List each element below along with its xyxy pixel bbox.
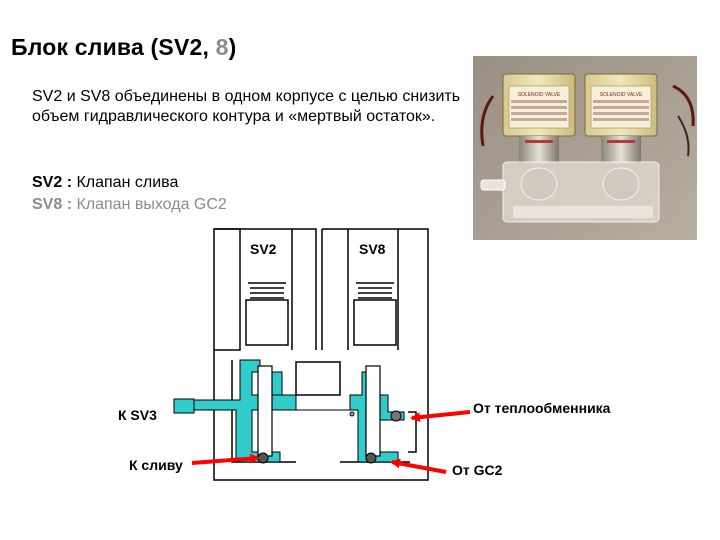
description-text: SV2 и SV8 объединены в одном корпусе с ц… <box>32 88 461 125</box>
legend-sv2: SV2 : Клапан слива <box>32 174 178 192</box>
title-text: Блок слива (SV2, <box>11 34 216 60</box>
legend-sv2-text: Клапан слива <box>72 174 179 191</box>
legend-sv8-code: SV8 : <box>32 196 73 213</box>
callout-to-drain: К сливу <box>129 457 183 473</box>
legend-sv8-text: Клапан выхода GC2 <box>72 196 227 213</box>
title-close: ) <box>228 34 237 60</box>
callout-to-sv3: К SV3 <box>118 407 157 423</box>
valve-label-sv8: SV8 <box>359 241 386 257</box>
valve-block-photo: SOLENOID VALVE SOLENOID VALVE <box>473 56 697 240</box>
legend-sv2-code: SV2 : <box>32 174 73 191</box>
page-title: Блок слива (SV2, 8) <box>11 34 237 61</box>
photo-label-2: SOLENOID VALVE <box>600 92 643 98</box>
callout-from-exchanger: От теплообменника <box>473 400 611 416</box>
callout-from-gc2: От GC2 <box>452 462 503 478</box>
title-number: 8 <box>215 34 229 60</box>
legend-sv8: SV8 : Клапан выхода GC2 <box>32 196 227 214</box>
valve-label-sv2: SV2 <box>250 241 277 257</box>
photo-label-1: SOLENOID VALVE <box>518 92 561 98</box>
